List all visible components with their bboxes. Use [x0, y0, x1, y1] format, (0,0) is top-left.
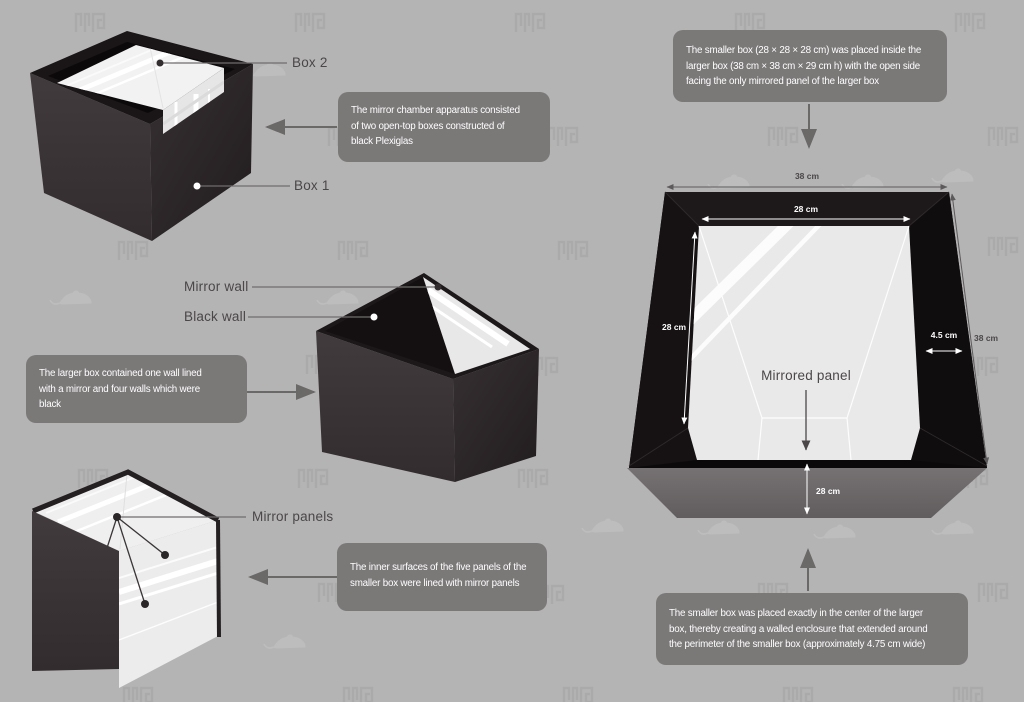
box1-right-face	[150, 64, 253, 241]
label-box-1: Box 1	[294, 178, 330, 193]
larger-box-left-face	[316, 331, 455, 482]
box1-left-face	[30, 73, 152, 241]
measure-line-inner-depth	[681, 231, 698, 425]
larger-box-illustration	[316, 273, 539, 482]
label-mirror-panels: Mirror panels	[252, 509, 334, 524]
leader-dots	[113, 59, 442, 608]
smaller-box-rim-edge	[32, 469, 220, 523]
box2-top-shine	[65, 45, 189, 109]
measure-outer-width: 38 cm	[794, 171, 820, 181]
leader-lines	[117, 62, 438, 518]
callout-arrows	[246, 104, 817, 591]
smaller-box-dark-panel	[32, 511, 119, 671]
callout-apparatus: The mirror chamber apparatus consisted o…	[338, 92, 550, 162]
box2-top-face	[57, 45, 224, 110]
panel-pointer-lines	[106, 516, 166, 605]
callout-centering: The smaller box was placed exactly in th…	[656, 593, 968, 665]
top-view-diagram	[627, 184, 990, 518]
black-wall-interior	[325, 277, 455, 374]
callout-placement: The smaller box (28 × 28 × 28 cm) was pl…	[673, 30, 947, 102]
smaller-box-front	[119, 520, 218, 688]
smaller-box-illustration	[32, 469, 221, 688]
label-black-wall: Black wall	[184, 309, 247, 324]
measure-front-inner: 28 cm	[816, 486, 841, 496]
measure-line-outer-depth	[949, 193, 990, 465]
label-mirrored-panel: Mirrored panel	[761, 368, 851, 383]
inner-box-white-area	[688, 226, 920, 460]
inner-box-perspective-lines	[698, 225, 910, 461]
callout-larger-box: The larger box contained one wall lined …	[26, 355, 247, 423]
label-mirror-wall: Mirror wall	[184, 279, 249, 294]
larger-box-right-face	[453, 349, 539, 482]
measure-gap: 4.5 cm	[930, 330, 958, 340]
label-box-2: Box 2	[292, 55, 328, 70]
smaller-box-right-edge	[216, 519, 221, 638]
box1-illustration	[30, 31, 253, 241]
measure-outer-depth: 38 cm	[974, 333, 999, 343]
measure-inner-depth: 28 cm	[662, 322, 687, 332]
measure-inner-width: 28 cm	[793, 204, 819, 214]
callout-smaller-box: The inner surfaces of the five panels of…	[337, 543, 547, 611]
